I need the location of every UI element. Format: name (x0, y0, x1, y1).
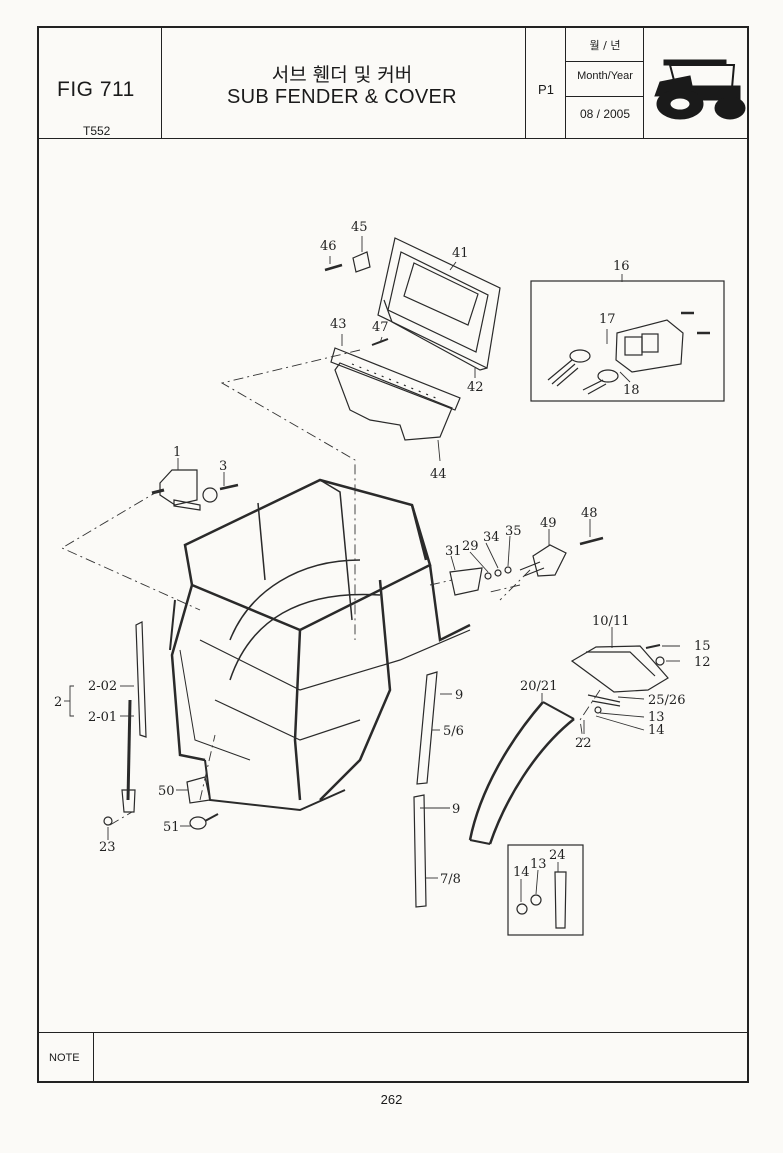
figure-number: FIG 711 (57, 78, 135, 101)
header-divider (525, 28, 526, 138)
callout-51: 51 (163, 820, 180, 835)
callout-13-lower: 13 (530, 857, 547, 872)
callout-12: 12 (694, 655, 711, 670)
callout-13-upper: 13 (648, 710, 665, 725)
callout-7-8: 7/8 (440, 872, 461, 887)
callout-50: 50 (158, 784, 175, 799)
date-label-english: Month/Year (577, 70, 633, 82)
callout-49: 49 (540, 516, 557, 531)
drawing-frame: FIG 711 T552 서브 휀더 및 커버 SUB FENDER & COV… (37, 26, 749, 1083)
callout-42: 42 (467, 380, 484, 395)
callout-3: 3 (219, 459, 227, 474)
date-cell-rule (565, 96, 643, 97)
callout-1: 1 (173, 445, 181, 460)
leader-lines (64, 236, 680, 902)
callout-20-21: 20/21 (520, 679, 557, 694)
callout-44: 44 (430, 467, 447, 482)
callout-35: 35 (505, 524, 522, 539)
header-divider (565, 28, 566, 138)
callout-25-26: 25/26 (648, 693, 685, 708)
page-code: P1 (538, 82, 554, 97)
callout-5-6: 5/6 (443, 724, 464, 739)
note-divider (93, 1032, 94, 1082)
header-bottom-rule (39, 138, 747, 139)
title-korean: 서브 휀더 및 커버 (271, 64, 413, 86)
callout-2: 2 (54, 695, 62, 710)
callout-9-lower: 9 (452, 802, 460, 817)
date-cell-rule (565, 61, 643, 62)
note-top-rule (39, 1032, 747, 1033)
callout-46: 46 (320, 239, 337, 254)
tractor-logo-icon (654, 59, 746, 120)
callout-24: 24 (549, 848, 566, 863)
callout-31: 31 (445, 544, 462, 559)
callout-48: 48 (581, 506, 598, 521)
model-code: T552 (83, 124, 111, 138)
header-divider (161, 28, 162, 138)
callout-17: 17 (599, 312, 616, 327)
callout-23: 23 (99, 840, 116, 855)
callout-41: 41 (452, 246, 469, 261)
callout-29: 29 (462, 539, 479, 554)
date-value: 08 / 2005 (579, 107, 631, 121)
date-label-korean: 월 / 년 (589, 39, 621, 52)
linework (103, 237, 725, 936)
callout-10-11: 10/11 (592, 614, 629, 629)
callout-18: 18 (623, 383, 640, 398)
callout-2-01: 2-01 (88, 710, 117, 725)
page-number: 262 (380, 1092, 403, 1107)
callout-16: 16 (613, 259, 630, 274)
callout-9-upper: 9 (455, 688, 463, 703)
callout-15: 15 (694, 639, 711, 654)
callout-14-upper: 14 (648, 723, 665, 738)
guide-lines (61, 349, 601, 826)
callout-2-02: 2-02 (88, 679, 117, 694)
callout-45: 45 (351, 220, 368, 235)
callout-47: 47 (372, 320, 389, 335)
callout-34: 34 (483, 530, 500, 545)
callout-14-lower: 14 (513, 865, 530, 880)
callout-43: 43 (330, 317, 347, 332)
title-english: SUB FENDER & COVER (227, 86, 457, 108)
callout-22: 22 (575, 736, 592, 751)
header-divider (643, 28, 644, 138)
note-label: NOTE (49, 1052, 80, 1064)
